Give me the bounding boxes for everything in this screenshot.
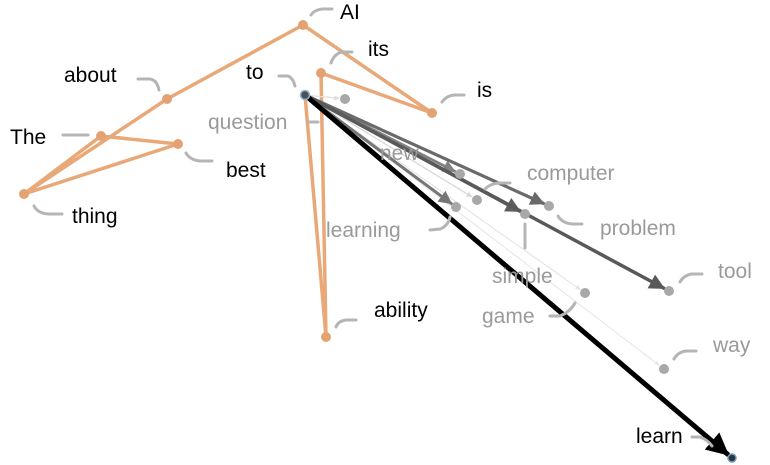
leader-best <box>184 151 214 163</box>
path-token-ability: ability <box>374 299 428 322</box>
arrow-to-problem <box>303 93 546 206</box>
arrow-to-computer <box>304 94 473 198</box>
path-token-is: is <box>477 79 492 102</box>
leader-its <box>329 50 354 65</box>
candidate-token-game: game <box>482 305 535 328</box>
path-token-thing: thing <box>72 205 118 228</box>
leader-about <box>136 77 161 92</box>
candidate-token-learning: learning <box>326 219 401 242</box>
candidate-node-problem <box>544 201 554 211</box>
path-token-to: to <box>246 61 264 84</box>
path-node-ai <box>298 20 308 30</box>
candidate-token-question: question <box>208 111 287 134</box>
leader-problem <box>556 214 584 226</box>
candidate-node-new <box>455 169 465 179</box>
leader-tool <box>678 272 704 284</box>
leader-to <box>277 74 297 88</box>
candidate-node-learn <box>727 453 737 463</box>
path-node-ability <box>321 332 331 342</box>
path-node-about <box>162 94 172 104</box>
leader-ai <box>309 7 334 17</box>
leader-computer <box>483 181 512 191</box>
leader-is <box>440 93 466 104</box>
leader-learning <box>428 215 452 232</box>
arrow-to-tool <box>303 93 666 290</box>
candidate-token-problem: problem <box>600 217 676 240</box>
path-node-its <box>316 68 326 78</box>
leader-learn <box>690 435 714 448</box>
leader-way <box>672 349 698 361</box>
path-node-is <box>427 108 437 118</box>
candidate-token-learn: learn <box>636 425 683 448</box>
leader-ability <box>334 318 358 329</box>
path-token-the: The <box>10 126 46 149</box>
candidate-node-tool <box>664 286 674 296</box>
label-layer: The thing about AI best its is ability to questio… <box>10 1 752 448</box>
path-node-thing <box>19 189 29 199</box>
candidate-node-game <box>580 288 590 298</box>
path-node-best <box>173 139 183 149</box>
candidate-node-learning <box>451 202 461 212</box>
candidate-token-simple: simple <box>492 265 553 288</box>
candidate-node-computer <box>472 195 482 205</box>
arrow-to-learn <box>302 92 730 457</box>
path-token-its: its <box>368 38 389 61</box>
token-path-line <box>22 23 434 339</box>
candidate-token-tool: tool <box>718 260 752 283</box>
candidate-node-simple <box>520 209 530 219</box>
candidate-token-new: new <box>380 142 419 165</box>
candidate-arrow-layer <box>302 92 730 457</box>
path-token-about: about <box>64 64 117 87</box>
path-token-best: best <box>226 159 266 182</box>
leader-thing <box>32 204 64 216</box>
candidate-token-computer: computer <box>527 162 615 185</box>
path-node-the <box>96 131 106 141</box>
candidate-node-way <box>659 364 669 374</box>
candidate-node-question <box>340 94 350 104</box>
candidate-token-way: way <box>712 334 751 357</box>
leader-game <box>548 301 577 318</box>
path-token-ai: AI <box>340 1 360 24</box>
node-layer <box>19 20 737 463</box>
current-node-to <box>299 89 311 101</box>
arrow-to-question <box>304 94 340 101</box>
